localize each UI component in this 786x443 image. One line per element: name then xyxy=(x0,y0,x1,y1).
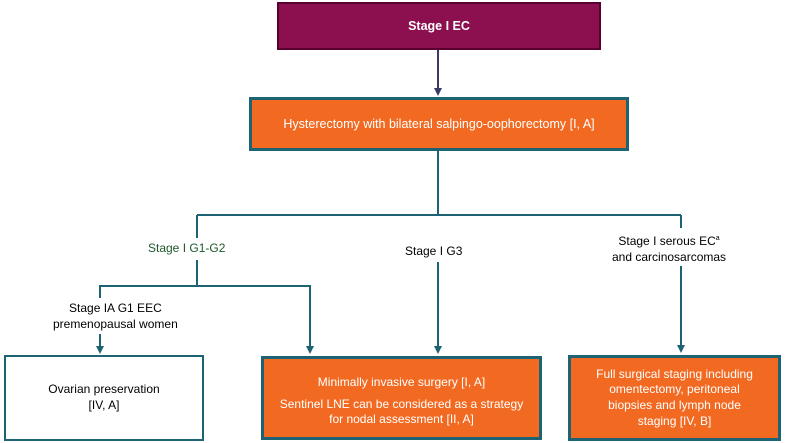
minimally-invasive-box: Minimally invasive surgery [I, A] Sentin… xyxy=(261,356,542,440)
staging-line1: Full surgical staging including xyxy=(596,366,753,381)
branch-label-ia-g1-eec: Stage IA G1 EEC premenopausal women xyxy=(53,300,178,332)
staging-line2: omentectomy, peritoneal xyxy=(609,382,740,397)
staging-line3: biopsies and lymph node xyxy=(608,398,741,412)
ia-line1: Stage IA G1 EEC xyxy=(69,301,162,315)
hysterectomy-label: Hysterectomy with bilateral salpingo-oop… xyxy=(283,116,595,131)
ovarian-line2: [IV, A] xyxy=(88,398,120,412)
mis-line3: for nodal assessment [II, A] xyxy=(329,412,474,427)
serous-line2: and carcinosarcomas xyxy=(612,250,727,265)
staging-line4: staging [IV, B] xyxy=(637,413,712,428)
branch-label-g1g2: Stage I G1-G2 xyxy=(148,241,226,255)
full-staging-box: Full surgical staging including omentect… xyxy=(568,355,781,441)
ovarian-line1: Ovarian preservation xyxy=(48,382,160,397)
stage-i-ec-box: Stage I EC xyxy=(277,2,601,50)
connector-g1g2-to-ia xyxy=(99,285,314,354)
mis-line1: Minimally invasive surgery [I, A] xyxy=(317,375,486,389)
stage-i-ec-label: Stage I EC xyxy=(408,18,470,33)
mis-line2: Sentinel LNE can be considered as a stra… xyxy=(279,396,524,411)
ovarian-preservation-box: Ovarian preservation [IV, A] xyxy=(4,355,204,441)
branch-label-g3: Stage I G3 xyxy=(405,244,463,258)
serous-line1: Stage I serous EC xyxy=(618,234,716,248)
serous-superscript: a xyxy=(715,235,720,242)
hysterectomy-box: Hysterectomy with bilateral salpingo-oop… xyxy=(249,97,629,151)
branch-label-serous: Stage I serous ECa and carcinosarcomas xyxy=(612,233,726,265)
ia-line2: premenopausal women xyxy=(53,317,178,332)
